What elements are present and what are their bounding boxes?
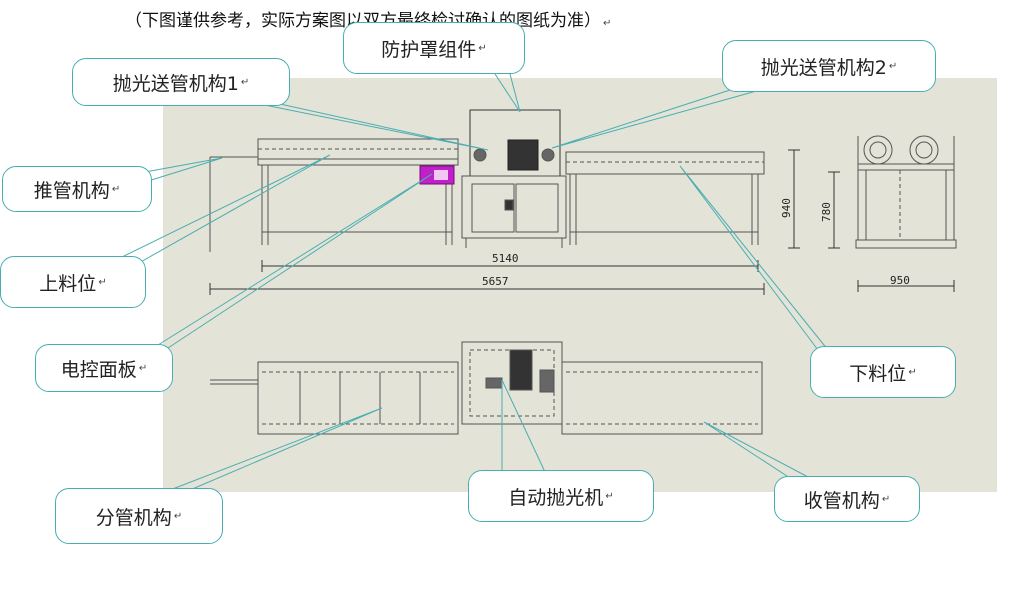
front-dimensions: [209, 149, 800, 295]
side-dimensions: [828, 171, 955, 292]
callout-feed2: 抛光送管机构2↵: [722, 40, 936, 92]
dim-940: 940: [780, 198, 793, 218]
callout-unload: 下料位↵: [810, 346, 956, 398]
side-view: [855, 135, 957, 249]
callout-polisher: 自动抛光机↵: [468, 470, 654, 522]
callout-split: 分管机构↵: [55, 488, 223, 544]
machine-base: [461, 175, 567, 239]
callout-collect: 收管机构↵: [774, 476, 920, 522]
callout-shield: 防护罩组件↵: [343, 22, 525, 74]
callout-panel: 电控面板↵: [35, 344, 173, 392]
dim-950: 950: [890, 274, 910, 287]
split-mechanism-top: [257, 361, 459, 435]
front-view: [209, 109, 765, 252]
dim-5657: 5657: [482, 275, 509, 288]
callout-push: 推管机构↵: [2, 166, 152, 212]
collect-mechanism-top: [561, 361, 763, 435]
dim-780: 780: [820, 202, 833, 222]
dim-5140: 5140: [492, 252, 519, 265]
leader-lines: [119, 73, 829, 491]
callout-feed1: 抛光送管机构1↵: [72, 58, 290, 106]
callout-load: 上料位↵: [0, 256, 146, 308]
outfeed-conveyor: [565, 151, 765, 175]
top-view: [210, 341, 763, 435]
return-mark: ↵: [603, 18, 612, 29]
